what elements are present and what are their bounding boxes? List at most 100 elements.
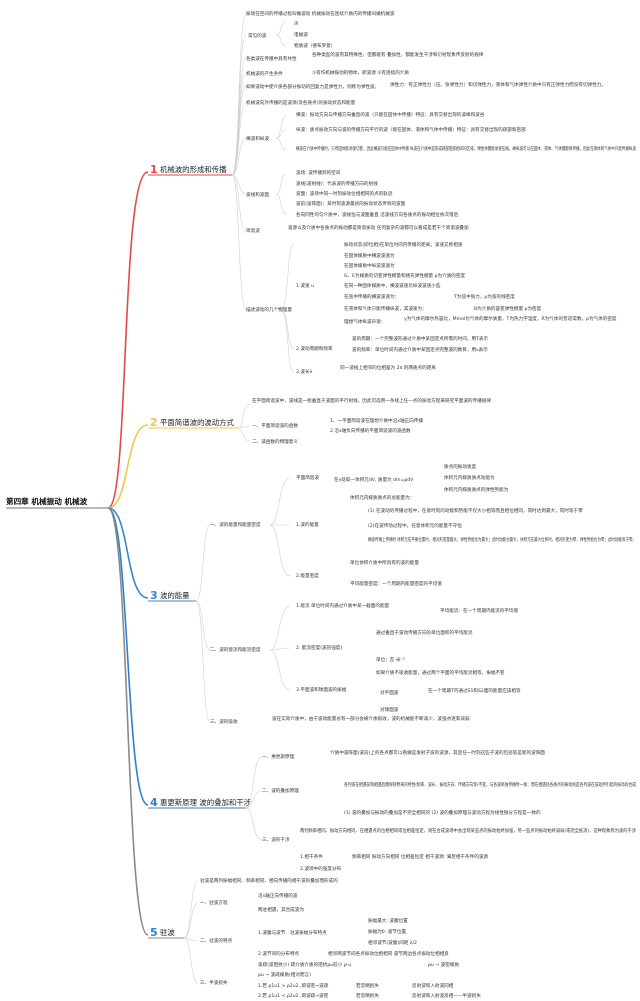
s5-line-6: 1.波腹与波节 驻波振幅分布特点 xyxy=(258,929,327,936)
s1-line-25: 描述波动的几个物理量 xyxy=(246,306,292,313)
section-4-title: 惠更斯原理 波的叠加和干涉 xyxy=(160,798,252,807)
section-2-header[interactable]: 2 平面简谐波的波动方式 xyxy=(148,416,238,429)
s1-line-5: 物质波（德布罗意） xyxy=(294,42,335,49)
s1-line-14: 纵波：质点振动方向与波的传播方向平行的波（能在固体、液体和气体中传播）特征：具有… xyxy=(296,126,526,133)
section-3-header[interactable]: 3 波的能量 xyxy=(148,589,196,602)
section-1-header[interactable]: 1 机械波的形成和传播 xyxy=(148,163,232,176)
s3-line-15: 二、波的能流和能流密度 xyxy=(210,646,261,653)
branch-connector-2 xyxy=(107,424,149,509)
s3-line-17: 平均能流：在一个周期内能流的平均值 xyxy=(440,607,519,614)
s1-line-26: 1.波速 u xyxy=(296,282,314,289)
s5-line-14: ρu → 波疏媒质(相对而言) xyxy=(258,971,311,978)
s4-line-1: 一、惠更斯原理 xyxy=(262,753,295,760)
s2-line-1: 在平面简谐波中，波线是一组垂直于波面的平行射线，因此可选用一条线上任一点的振动方… xyxy=(252,397,491,404)
s1-line-17: 波线和波面 xyxy=(246,191,269,198)
s4-line-4: 各列波在相遇前和相遇后都保持原来的特性(频率、波长、振动方向、传播方向等)不变，… xyxy=(344,781,636,788)
s5-line-5: 二、驻波的特点 xyxy=(200,937,233,944)
s5-line-9: 相邻波节(波腹)间距 λ/2 xyxy=(368,939,417,946)
section-5-content: 驻波是两列振幅相同、频率相同、相向传播的相干波的叠加而形成的 一、驻波方程 沿x… xyxy=(183,877,481,999)
s5-line-15: 三、半波损失 xyxy=(200,979,228,986)
s5-line-8: 振幅为0: 波节位置 xyxy=(368,928,406,935)
s1-line-11: 弹性力：有正弹性力（压、张弹性力）和切弹性力，液体和气体弹性介质中只有正弹性力而… xyxy=(390,81,606,88)
s1-line-31: 在同一种固体媒质中，横波波速比纵波波速小些 xyxy=(344,282,441,289)
s4-line-7: 两列频率相同、振动方向相同、在相遇点的位相相同或位相差恒定，则在合成波场中会出现… xyxy=(300,827,636,834)
s1-line-38: 2.波动周期和频率 xyxy=(296,345,333,352)
s5-line-4: 两驻相遇，其合成波为 xyxy=(258,906,304,913)
section-3-content: 一、波的能量和能量密度 平面简谐波 在x处取一体积元dV, 质量为 dm=ρdV… xyxy=(195,463,636,725)
s4-line-10: 2.波场中的强度分布 xyxy=(300,865,342,872)
section-3-title: 波的能量 xyxy=(160,591,190,600)
s3-line-26: 三、波的吸收 xyxy=(210,718,238,725)
section-2-title: 平面简谐波的波动方式 xyxy=(160,418,235,427)
s3-line-20: 单位：瓦·米⁻² xyxy=(376,656,405,663)
s1-line-36: 理想气体纵波声速： xyxy=(344,318,385,325)
s5-line-20: 若忽略损失 xyxy=(356,992,379,999)
section-4-number: 4 xyxy=(150,796,158,809)
s1-line-16: 横波在介质中传播时，只有固体能承受切变，因此横波只能在固体中传播 纵波在介质中是… xyxy=(296,145,636,152)
s3-line-24: 在一个周期T内通过S1和S2面的能量应该相等 xyxy=(428,687,521,694)
s5-line-13: ρu → 波密媒质 xyxy=(428,961,459,968)
s3-line-22: 如果介质不吸收能量，通过两个平面的平均能流相等，振幅不变 xyxy=(376,669,505,676)
s2-line-2: 一、平面简谐波的函数 xyxy=(252,422,298,429)
s3-line-10: (2)在波传动过程中，任意体积元的能量不守恒 xyxy=(368,522,462,529)
branch-connector-1 xyxy=(107,171,149,509)
s5-line-1: 驻波是两列振幅相同、频率相同、相向传播的相干波的叠加而形成的 xyxy=(200,877,338,884)
s1-line-4: 电磁波 xyxy=(294,31,308,38)
root-node-title: 第四章 机械振动 机械波 xyxy=(6,496,88,506)
s1-line-3: 声 xyxy=(294,20,299,27)
section-4-content: 一、惠更斯原理 介质中波阵面(波前)上的各点都可以看做是发射子波的波源，其后任一… xyxy=(245,749,636,872)
s5-line-7: 振幅最大: 波腹位置 xyxy=(368,917,408,924)
s5-line-18: 反射波和入射波同相 xyxy=(412,982,454,989)
s2-line-3: 1、一平面简谐波在理想介质中沿x轴正向传播 xyxy=(330,417,423,424)
s5-line-3: 沿x轴正向传播的波 xyxy=(258,892,298,899)
s3-line-4: 质点的振动速度 xyxy=(444,463,477,470)
s1-line-41: 3.波长λ xyxy=(296,368,313,375)
s4-line-3: 二、波的叠加原理 xyxy=(262,787,299,794)
s1-line-2: 常见的波 xyxy=(248,32,267,39)
s1-line-7: 各种类型的波有其特殊性，但都能有 叠加性，都能发生干涉和衍射现象传反射的规律 xyxy=(312,51,484,58)
s3-line-11: 横波传播上传播时 体积元在平衡位置时，相对形变量最大，弹性势能也为最大；此时动能… xyxy=(368,536,636,543)
s1-line-32: 在弦中传播的横波波速为： xyxy=(344,293,399,300)
s3-line-5: 体积元内媒质质点动能为 xyxy=(444,474,495,481)
s1-line-8: 机械波的产生条件 xyxy=(246,70,283,77)
s1-line-34: 在液体和气体只能传播纵波，其波速为： xyxy=(344,305,427,312)
section-5-header[interactable]: 5 驻波 xyxy=(148,926,184,939)
section-4-header[interactable]: 4 惠更斯原理 波的叠加和干涉 xyxy=(148,796,252,809)
s3-line-1: 一、波的能量和能量密度 xyxy=(210,521,261,528)
s1-line-19: 波线(波射线)：代表波的传播方向的射线 xyxy=(296,180,378,187)
section-2-content: 在平面简谐波中，波线是一组垂直于波面的平行射线，因此可选用一条线上任一点的振动方… xyxy=(237,397,491,445)
branch-connector-4 xyxy=(107,507,149,806)
s5-line-11: 相邻两波节间各点振动位相相同 波节两边各点振动位相相反 xyxy=(328,950,449,957)
section-1-content: 振动在空间的传播过程叫做波动 机械振动在连续介质内的传播叫做机械波 常见的波 声… xyxy=(231,10,636,375)
s1-line-28: 在固体媒质中横波波速为 xyxy=(344,252,395,259)
s4-line-9: 频率相同 振动方向相同 位相差恒定 相干波源: 满足相干条件的波源 xyxy=(352,853,488,860)
s3-line-6: 体积元内媒质质点的弹性势能为 xyxy=(444,486,509,493)
s1-line-42: 同一波线上相邻的位相差为 2π 的两质点的距离 xyxy=(340,364,436,371)
s1-line-9: ①有作机械振动的物体，即波源 ②有连续的介质 xyxy=(312,69,409,76)
s5-line-10: 2.波节间的分布特点 xyxy=(258,950,300,957)
section-2-number: 2 xyxy=(150,416,158,429)
s1-line-37: γ为气体的摩尔热容比，Mmol为气体的摩尔质量，T为热力学温度，R为气体的普适常… xyxy=(404,315,617,322)
s4-line-6: 三、波的干涉 xyxy=(262,836,290,843)
s1-line-40: 波的频率：单位时间内通过介质中某固定点完整波的数目，用ν表示 xyxy=(352,346,488,353)
s5-line-21: 反射波和入射波反相——半波损失 xyxy=(412,992,481,999)
s1-line-29: 在固体媒质中纵波波速为 xyxy=(344,262,395,269)
s3-line-3: 在x处取一体积元dV, 质量为 dm=ρdV xyxy=(334,476,414,483)
s1-line-35: B为介质的容变弹性模量 ρ为密度 xyxy=(474,305,542,312)
section-3-number: 3 xyxy=(150,589,158,602)
s5-line-19: 2.若 ρ1u1 < ρ2u2 ,即波疏→波密 xyxy=(258,992,329,999)
s5-line-16: 1.若 ρ1u1 > ρ2u2 ,即波密→波疏 xyxy=(258,982,329,989)
s1-line-15: 横波和纵波 xyxy=(246,135,269,142)
s3-line-7: 1.波的能量 xyxy=(296,521,319,528)
s1-line-22: 各向同性均匀介质中，波线恒与波面垂直 沿波线方向各质点的振动相位依次落后 xyxy=(296,211,459,218)
section-5-number: 5 xyxy=(150,926,158,939)
s4-line-8: 1.相干条件 xyxy=(300,853,323,860)
s2-line-5: 二、波函数的物理意义 xyxy=(252,438,298,445)
s1-line-30: G、E为媒质的切变弹性模量和杨氏弹性模量 ρ为介质的密度 xyxy=(344,272,465,279)
s3-line-2: 平面简谐波 xyxy=(296,474,319,481)
s4-line-5: (1) 波的叠加与振动的叠加是不完全相同的 (2) 波的叠加原理与波动方程为线性… xyxy=(344,809,541,816)
branch-connector-5 xyxy=(107,507,149,936)
s3-line-21: 3.平面波和球面波的振幅 xyxy=(296,686,347,693)
s1-line-20: 波面：波场中同一时刻振动位相相同的点的轨迹 xyxy=(296,190,393,197)
